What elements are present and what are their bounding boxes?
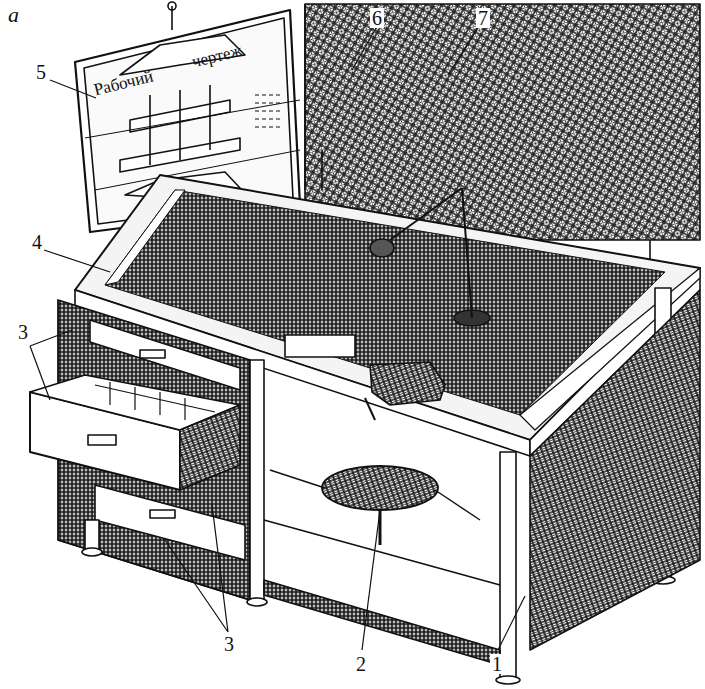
callout-number: 7 [476,8,490,28]
figure-letter: а [8,4,19,26]
callout-number: 1 [490,654,504,674]
callout-number: 6 [370,8,384,28]
callout-number: 4 [30,232,44,252]
callout-number: 3 [222,634,236,654]
callout-number: 3 [16,322,30,342]
callout-number: 5 [34,62,48,82]
callout-number: 2 [354,654,368,674]
